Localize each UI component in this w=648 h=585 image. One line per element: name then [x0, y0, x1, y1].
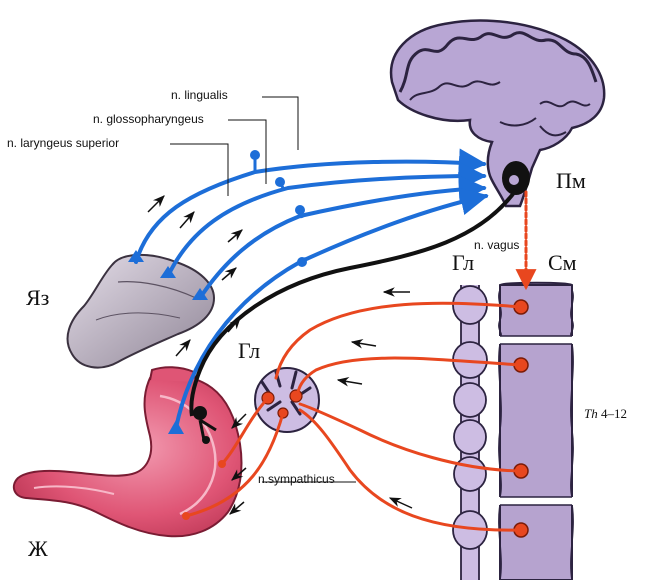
label-gl-chain: Гл — [452, 250, 475, 275]
label-th-range: Th 4–12 — [584, 406, 627, 421]
direction-arrows — [147, 195, 413, 515]
label-sm: См — [548, 250, 577, 275]
label-yaz: Яз — [26, 285, 50, 310]
brain — [389, 19, 606, 208]
label-n-glossopharyngeus: n. glossopharyngeus — [93, 112, 204, 126]
stomach — [12, 366, 243, 538]
label-n-lingualis: n. lingualis — [171, 88, 228, 102]
sympathetic-chain — [452, 285, 488, 580]
label-gl-ganglion: Гл — [238, 338, 261, 363]
label-n-sympathicus: n.sympathicus — [258, 472, 335, 486]
efferent-endings — [182, 460, 226, 520]
label-zh: Ж — [28, 536, 48, 561]
label-n-vagus: n. vagus — [474, 238, 520, 252]
afferent-neurons — [128, 150, 308, 434]
spinal-cord — [498, 281, 574, 581]
leader-lines — [170, 96, 356, 483]
label-n-laryngeus-superior: n. laryngeus superior — [7, 136, 120, 150]
efferent-nerves — [184, 190, 537, 532]
label-pm: Пм — [556, 168, 586, 193]
vagus-efferent — [189, 188, 518, 444]
tongue — [66, 253, 216, 369]
